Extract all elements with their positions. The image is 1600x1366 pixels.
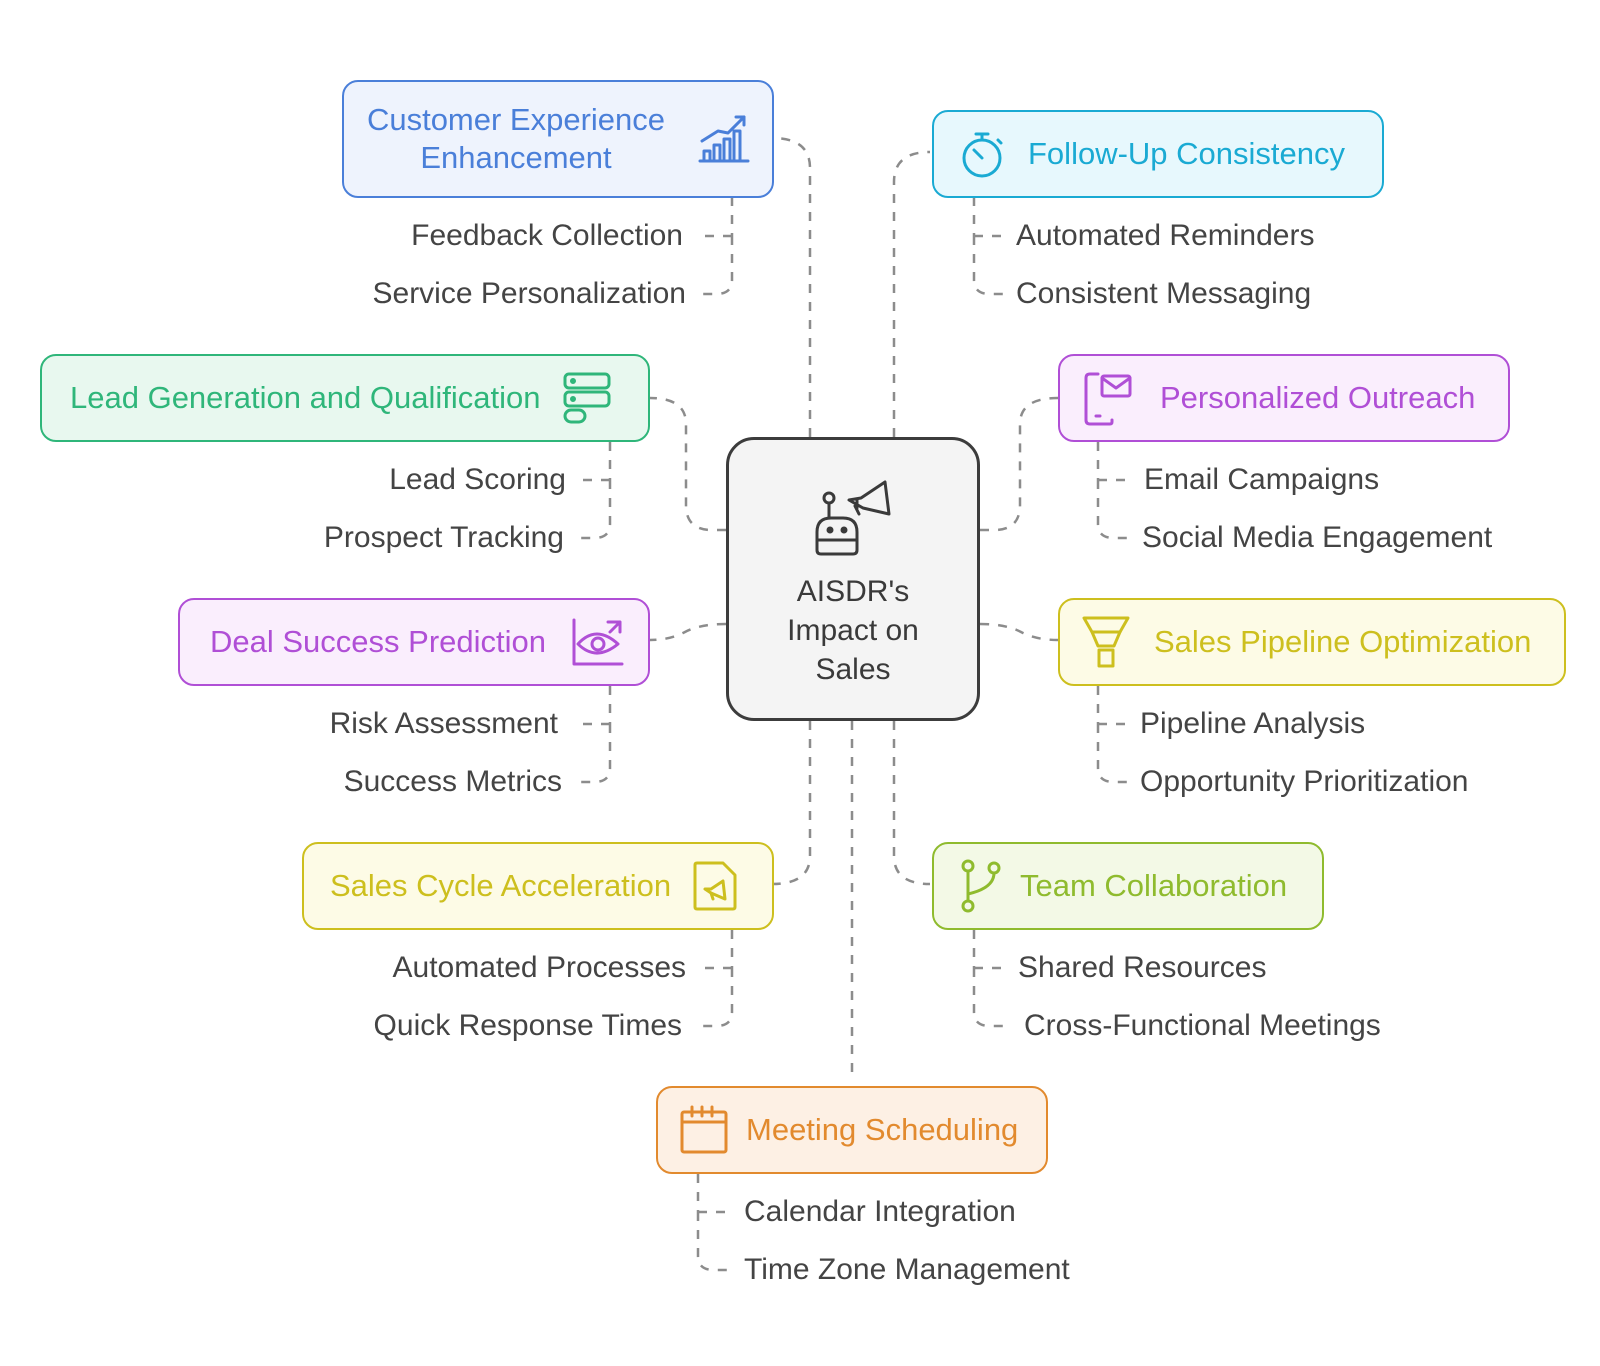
subitem-lead-scoring: Lead Scoring bbox=[389, 463, 566, 496]
branch-label-team-collaboration: Team Collaboration bbox=[1020, 868, 1288, 903]
subitem-success-metrics: Success Metrics bbox=[343, 765, 562, 798]
tick-prospect-tracking bbox=[580, 480, 612, 540]
tick-social-media bbox=[1096, 480, 1128, 540]
tick-success-metrics bbox=[580, 724, 612, 784]
branch-box-team-collaboration: Team Collaboration bbox=[932, 842, 1324, 930]
branch-box-meeting-scheduling: Meeting Scheduling bbox=[656, 1086, 1048, 1174]
central-topic-title: AISDR's Impact on Sales bbox=[787, 575, 919, 686]
branch-label-personalized-outreach: Personalized Outreach bbox=[1160, 380, 1476, 415]
tick-quick-response bbox=[702, 968, 734, 1028]
subitem-consistent-messaging: Consistent Messaging bbox=[1016, 277, 1312, 310]
branch-label-meeting-scheduling: Meeting Scheduling bbox=[746, 1112, 1019, 1147]
tick-cross-functional bbox=[972, 968, 1004, 1028]
branch-label-deal-success: Deal Success Prediction bbox=[210, 624, 546, 659]
subitem-quick-response-times: Quick Response Times bbox=[373, 1009, 682, 1042]
branch-label-customer-experience: Customer Experience Enhancement bbox=[366, 102, 666, 175]
subitem-opportunity-prioritization: Opportunity Prioritization bbox=[1140, 765, 1469, 798]
tick-opportunity-prioritization bbox=[1096, 724, 1128, 784]
branch-box-deal-success: Deal Success Prediction bbox=[178, 598, 650, 686]
branch-label-pipeline: Sales Pipeline Optimization bbox=[1154, 624, 1532, 659]
connector-team-collaboration bbox=[892, 721, 931, 886]
tick-calendar-integration bbox=[696, 1174, 728, 1214]
subitem-calendar-integration: Calendar Integration bbox=[744, 1195, 1016, 1228]
subitem-feedback-collection: Feedback Collection bbox=[411, 219, 683, 252]
tick-automated-processes bbox=[702, 930, 734, 970]
subitem-automated-reminders: Automated Reminders bbox=[1016, 219, 1315, 252]
branch-box-customer-experience: Customer Experience Enhancement bbox=[342, 80, 774, 198]
tick-pipeline-analysis bbox=[1096, 686, 1128, 726]
subitem-social-media-engagement: Social Media Engagement bbox=[1142, 521, 1493, 554]
tick-time-zone bbox=[696, 1212, 728, 1272]
branch-label-sales-cycle: Sales Cycle Acceleration bbox=[330, 868, 672, 903]
subitem-email-campaigns: Email Campaigns bbox=[1144, 463, 1380, 496]
tick-risk-assessment bbox=[580, 686, 612, 726]
connector-deal-success bbox=[649, 622, 727, 642]
branch-box-sales-cycle: Sales Cycle Acceleration bbox=[302, 842, 774, 930]
connector-pipeline bbox=[979, 622, 1059, 642]
connector-personalized-outreach bbox=[980, 396, 1059, 532]
database-icon bbox=[563, 372, 610, 424]
connector-customer-experience bbox=[771, 136, 812, 437]
tick-email-campaigns bbox=[1096, 442, 1128, 482]
connector-follow-up bbox=[892, 150, 931, 437]
branch-box-personalized-outreach: Personalized Outreach bbox=[1058, 354, 1510, 442]
growth-chart-icon bbox=[698, 115, 750, 163]
connector-lead-generation bbox=[649, 396, 726, 532]
tick-service-personalization bbox=[702, 236, 734, 296]
tick-lead-scoring bbox=[580, 442, 612, 482]
branch-box-pipeline: Sales Pipeline Optimization bbox=[1058, 598, 1566, 686]
branch-label-lead-generation: Lead Generation and Qualification bbox=[70, 380, 541, 415]
stopwatch-icon bbox=[962, 132, 1003, 178]
megaphone-doc-icon bbox=[693, 861, 737, 911]
branch-label-follow-up: Follow-Up Consistency bbox=[1028, 136, 1345, 171]
subitem-service-personalization: Service Personalization bbox=[372, 277, 687, 310]
funnel-icon bbox=[1082, 616, 1130, 668]
mobile-mail-icon bbox=[1084, 372, 1132, 426]
branch-box-lead-generation: Lead Generation and Qualification bbox=[40, 354, 650, 442]
git-branch-icon bbox=[961, 859, 1001, 913]
robot-megaphone-icon bbox=[815, 480, 891, 556]
subitem-prospect-tracking: Prospect Tracking bbox=[323, 521, 564, 554]
tick-consistent-messaging bbox=[972, 236, 1004, 296]
subitem-automated-processes: Automated Processes bbox=[392, 951, 686, 984]
central-topic-box: AISDR's Impact on Sales bbox=[726, 437, 980, 721]
tick-shared-resources bbox=[972, 930, 1004, 970]
calendar-icon bbox=[680, 1105, 728, 1154]
branch-box-follow-up: Follow-Up Consistency bbox=[932, 110, 1384, 198]
tick-automated-reminders bbox=[972, 197, 1004, 238]
eye-chart-icon bbox=[572, 618, 624, 666]
subitem-pipeline-analysis: Pipeline Analysis bbox=[1140, 707, 1366, 740]
subitem-shared-resources: Shared Resources bbox=[1018, 951, 1267, 984]
subitem-time-zone-management: Time Zone Management bbox=[744, 1253, 1070, 1286]
tick-feedback-collection bbox=[702, 197, 734, 238]
subitem-risk-assessment: Risk Assessment bbox=[329, 707, 558, 740]
subitem-cross-functional-meetings: Cross-Functional Meetings bbox=[1024, 1009, 1381, 1042]
connector-sales-cycle bbox=[771, 721, 812, 886]
